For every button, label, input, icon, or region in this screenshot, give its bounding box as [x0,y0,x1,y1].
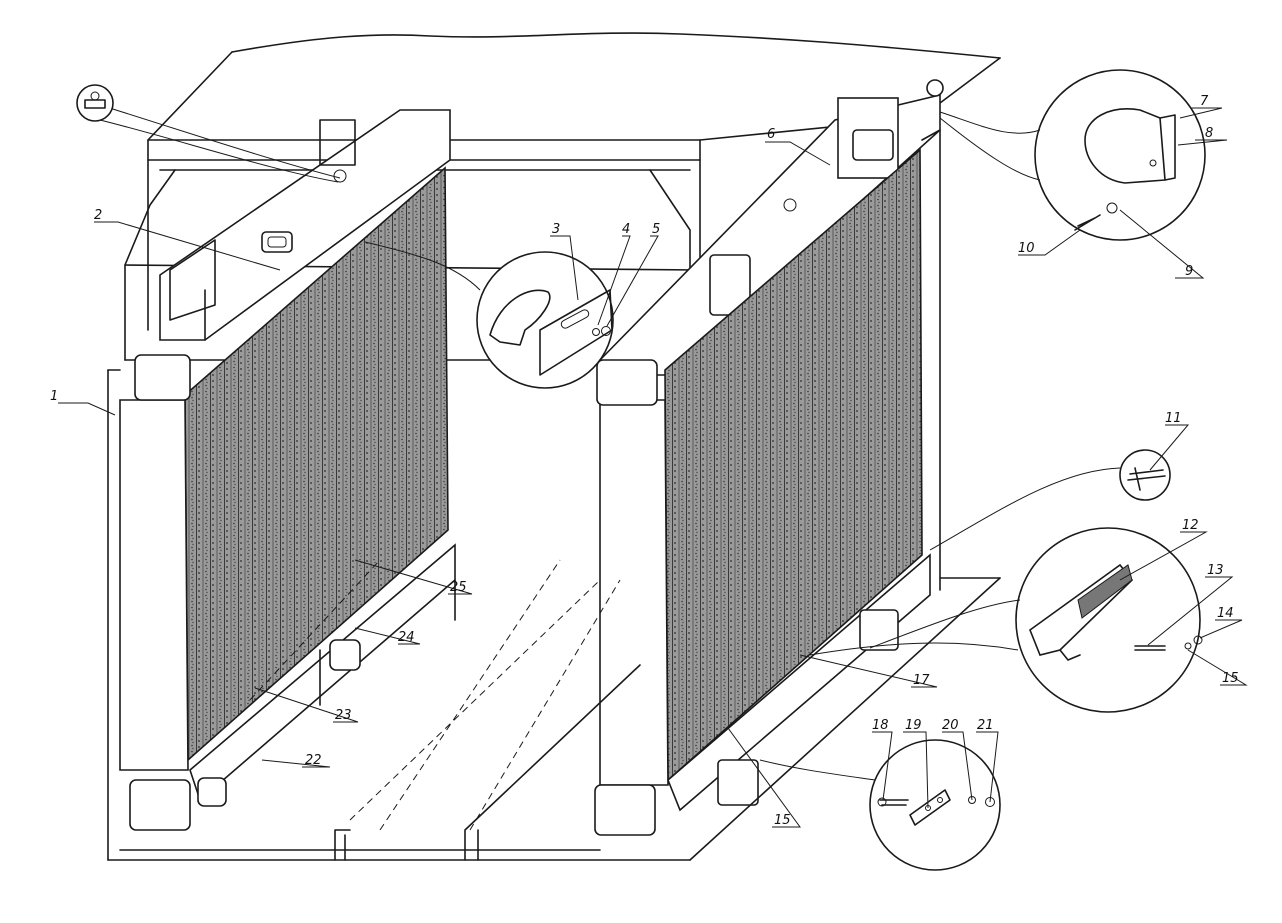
callout-6: 6 [767,127,775,142]
callout-5: 5 [652,222,660,237]
callout-15: 15 [774,813,791,828]
callout-20: 20 [942,718,959,733]
callout-18: 18 [872,718,889,733]
callout-21: 21 [977,718,994,733]
detail-inset-bottom [759,739,1001,871]
detail-inset-nut-top-left [76,84,341,183]
callout-19: 19 [905,718,922,733]
detail-inset-bolt [929,449,1171,551]
callout-4: 4 [622,222,630,237]
right-radiator-section [594,79,944,836]
callout-13: 13 [1207,563,1224,578]
callout-15: 15 [1222,671,1239,686]
callout-14: 14 [1217,606,1234,621]
detail-inset-top-center [364,241,614,389]
callout-3: 3 [552,222,560,237]
callout-22: 22 [305,753,322,768]
callout-1: 1 [50,389,58,404]
callout-24: 24 [398,630,415,645]
callout-2: 2 [94,208,102,223]
callout-25: 25 [450,580,467,595]
callout-11: 11 [1165,411,1182,426]
callout-17: 17 [913,673,930,688]
base-frame [107,559,1001,861]
callout-8: 8 [1205,126,1213,141]
callout-9: 9 [1185,264,1193,279]
detail-inset-mid-right [809,527,1203,713]
callout-12: 12 [1182,518,1199,533]
callout-23: 23 [335,708,352,723]
detail-inset-top-right [939,69,1206,241]
callout-leaders [58,107,1248,828]
left-radiator-section [107,109,456,861]
callout-7: 7 [1200,94,1209,109]
callout-labels: 1 2 3 4 5 6 7 8 9 10 11 12 13 14 15 15 1… [50,94,1239,828]
callout-10: 10 [1018,241,1035,256]
